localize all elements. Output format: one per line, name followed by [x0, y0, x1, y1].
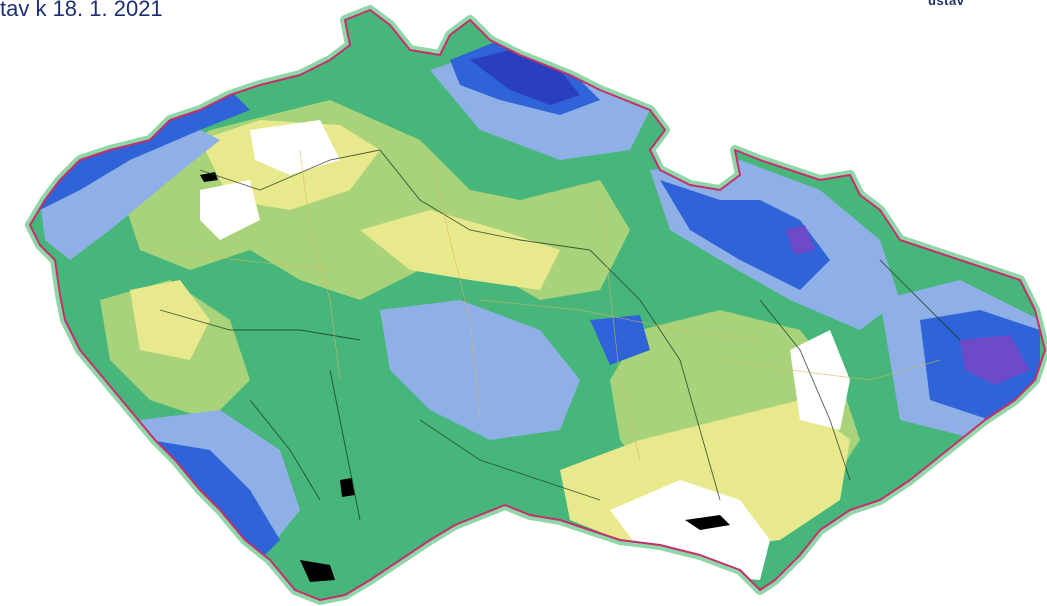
blue-region-ore-mountains — [30, 90, 250, 210]
light-blue-region-center — [380, 300, 580, 440]
river-network — [159, 149, 961, 521]
yellow-region-center — [360, 210, 560, 290]
blue-region-jeseniky — [660, 180, 830, 290]
reservoir-lipno — [300, 560, 335, 582]
white-region-moravia-east — [790, 330, 850, 430]
violet-region-beskydy-peak — [960, 335, 1030, 385]
district-boundaries — [149, 149, 941, 461]
blue-region-highlands — [590, 315, 650, 365]
reservoir-orlik — [340, 478, 355, 497]
deep-blue-region-krkonose — [470, 50, 580, 105]
map-title: tav k 18. 1. 2021 — [0, 0, 163, 21]
white-region-west — [200, 180, 260, 240]
country-border — [29, 9, 1046, 601]
light-blue-region-northwest — [40, 120, 220, 260]
violet-region-jeseniky-peak — [785, 225, 815, 255]
white-region-moravia — [610, 480, 770, 580]
reservoir-nove-mlyny — [685, 515, 730, 530]
white-region-north — [250, 120, 340, 175]
logo-text: ustav — [928, 0, 965, 8]
yellow-region-west — [130, 280, 210, 360]
